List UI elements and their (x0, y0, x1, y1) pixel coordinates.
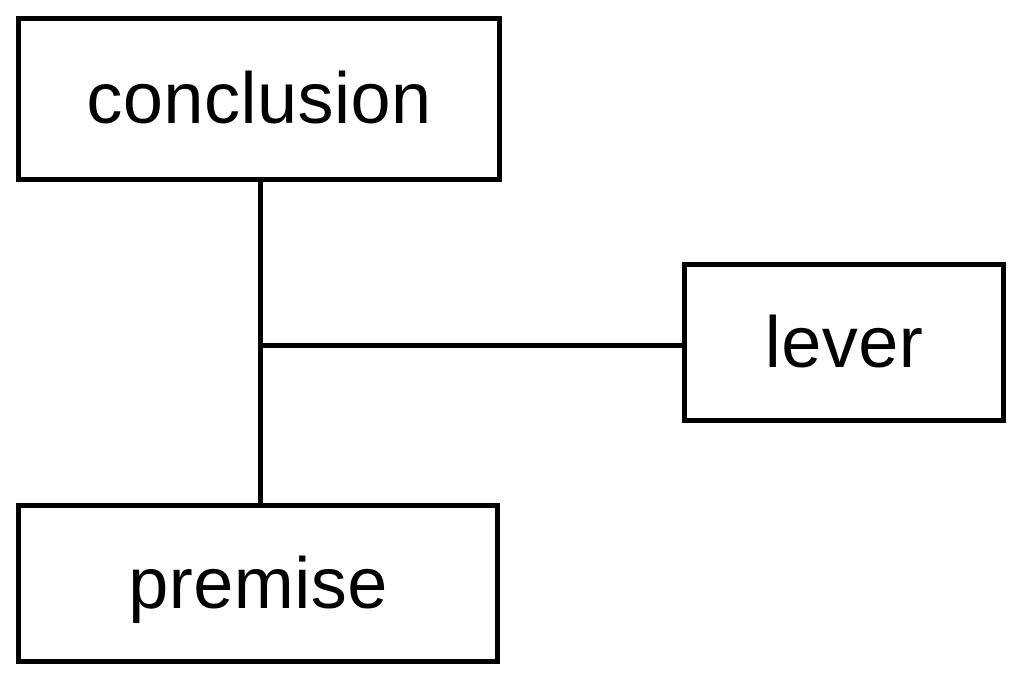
node-conclusion: conclusion (16, 16, 502, 182)
connector-lever (260, 343, 682, 348)
node-lever: lever (682, 262, 1006, 423)
node-premise-label: premise (128, 543, 388, 624)
connector-conclusion-premise (258, 182, 263, 503)
node-lever-label: lever (764, 302, 924, 383)
node-conclusion-label: conclusion (86, 59, 432, 139)
node-premise: premise (16, 503, 500, 664)
